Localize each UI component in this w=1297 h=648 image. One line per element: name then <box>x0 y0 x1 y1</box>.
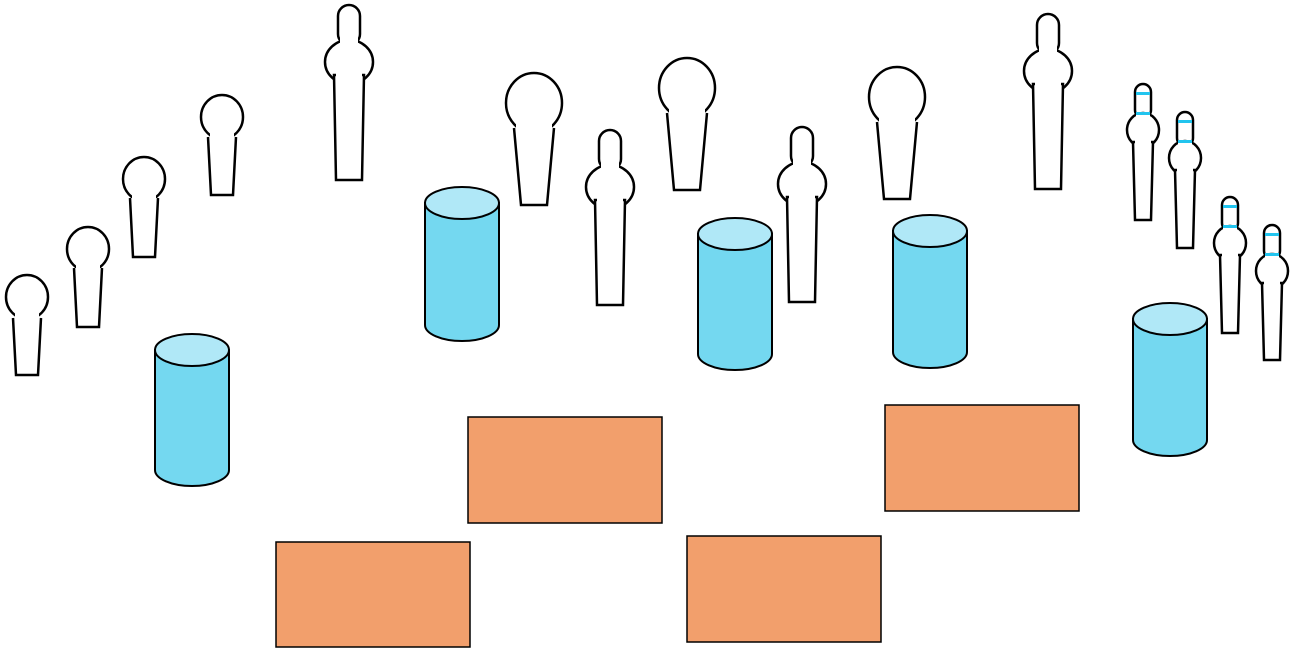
person-silhouette-icon <box>4 273 50 377</box>
bowling-pin-icon <box>1125 82 1161 222</box>
person-silhouette-icon <box>323 3 375 182</box>
person-silhouette-icon <box>1022 12 1074 191</box>
box-icon <box>686 535 882 643</box>
human-figures <box>4 3 1074 377</box>
person-silhouette-icon <box>65 225 111 329</box>
person-silhouette-icon <box>584 128 636 307</box>
box-icon <box>884 404 1080 512</box>
box-icon <box>275 541 471 648</box>
boxes <box>275 404 1080 648</box>
bowling-pin-icon <box>1167 110 1203 250</box>
person-silhouette-icon <box>121 155 167 259</box>
bowling-pin-icon <box>1212 195 1248 335</box>
cylinders <box>154 186 1208 487</box>
person-silhouette-icon <box>867 65 927 201</box>
cylinder-icon <box>697 217 773 371</box>
person-silhouette-icon <box>199 93 245 197</box>
box-icon <box>467 416 663 524</box>
cylinder-icon <box>1132 302 1208 457</box>
person-silhouette-icon <box>504 71 564 207</box>
cylinder-icon <box>424 186 500 342</box>
bowling-pin-icon <box>1254 223 1290 362</box>
cylinder-icon <box>154 333 230 487</box>
bowling-pins <box>1125 82 1290 362</box>
person-silhouette-icon <box>776 125 828 304</box>
cylinder-icon <box>892 214 968 369</box>
person-silhouette-icon <box>657 56 717 192</box>
